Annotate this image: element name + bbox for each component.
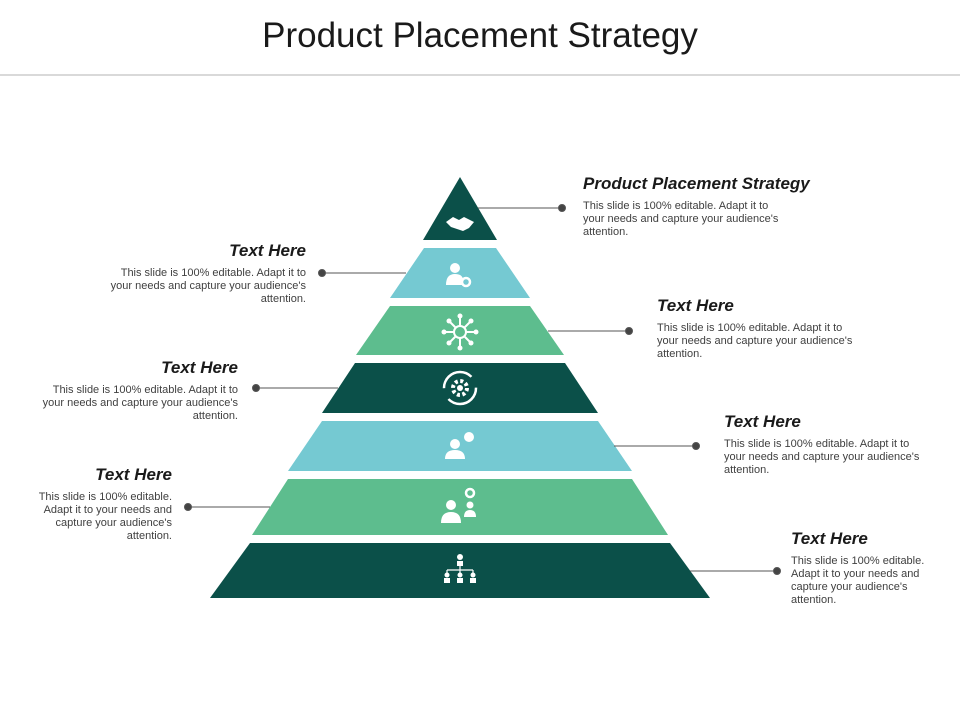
connector-2 [318, 269, 406, 277]
callout-heading: Text Here [161, 358, 238, 377]
callout-3: Text Here This slide is 100% editable. A… [657, 296, 857, 361]
connector-5 [614, 442, 700, 450]
callout-body: This slide is 100% editable. Adapt it to… [110, 267, 306, 305]
team-gear-icon [441, 487, 476, 523]
circular-gear-icon [442, 370, 478, 406]
user-dollar-icon [445, 432, 474, 459]
callout-4: Text Here This slide is 100% editable. A… [38, 358, 238, 423]
callout-heading: Text Here [229, 241, 306, 260]
callout-body: This slide is 100% editable. Adapt it to… [583, 200, 779, 238]
callout-heading: Text Here [95, 465, 172, 484]
callout-body: This slide is 100% editable. Adapt it to… [38, 491, 172, 542]
pyramid-layer-1 [423, 177, 497, 240]
pyramid-layer-5 [288, 421, 632, 471]
connector-3 [548, 327, 633, 335]
connector-7 [690, 567, 781, 575]
callout-body: This slide is 100% editable. Adapt it to… [42, 384, 238, 422]
callout-body: This slide is 100% editable. Adapt it to… [657, 322, 853, 360]
slide-title: Product Placement Strategy [262, 16, 698, 55]
callout-heading: Text Here [791, 529, 868, 548]
org-chart-icon [444, 554, 476, 583]
callout-1: Product Placement Strategy This slide is… [583, 174, 843, 239]
callout-body: This slide is 100% editable. Adapt it to… [724, 438, 920, 476]
pyramid-layer-6 [252, 479, 668, 535]
callout-2: Text Here This slide is 100% editable. A… [106, 241, 306, 306]
callout-heading: Text Here [724, 412, 801, 431]
pyramid-layer-2 [390, 248, 530, 298]
connector-1 [478, 204, 566, 212]
user-gear-icon [446, 263, 472, 288]
callout-heading: Product Placement Strategy [583, 174, 810, 193]
callout-5: Text Here This slide is 100% editable. A… [724, 412, 924, 477]
network-hub-icon [441, 313, 479, 351]
title-divider [0, 74, 960, 76]
callout-6: Text Here This slide is 100% editable. A… [22, 465, 172, 543]
connector-4 [252, 384, 338, 392]
callout-body: This slide is 100% editable. Adapt it to… [791, 555, 925, 606]
pyramid-layer-3 [356, 306, 564, 355]
connector-6 [184, 503, 270, 511]
callout-heading: Text Here [657, 296, 734, 315]
handshake-icon [446, 217, 474, 231]
callout-7: Text Here This slide is 100% editable. A… [791, 529, 931, 607]
